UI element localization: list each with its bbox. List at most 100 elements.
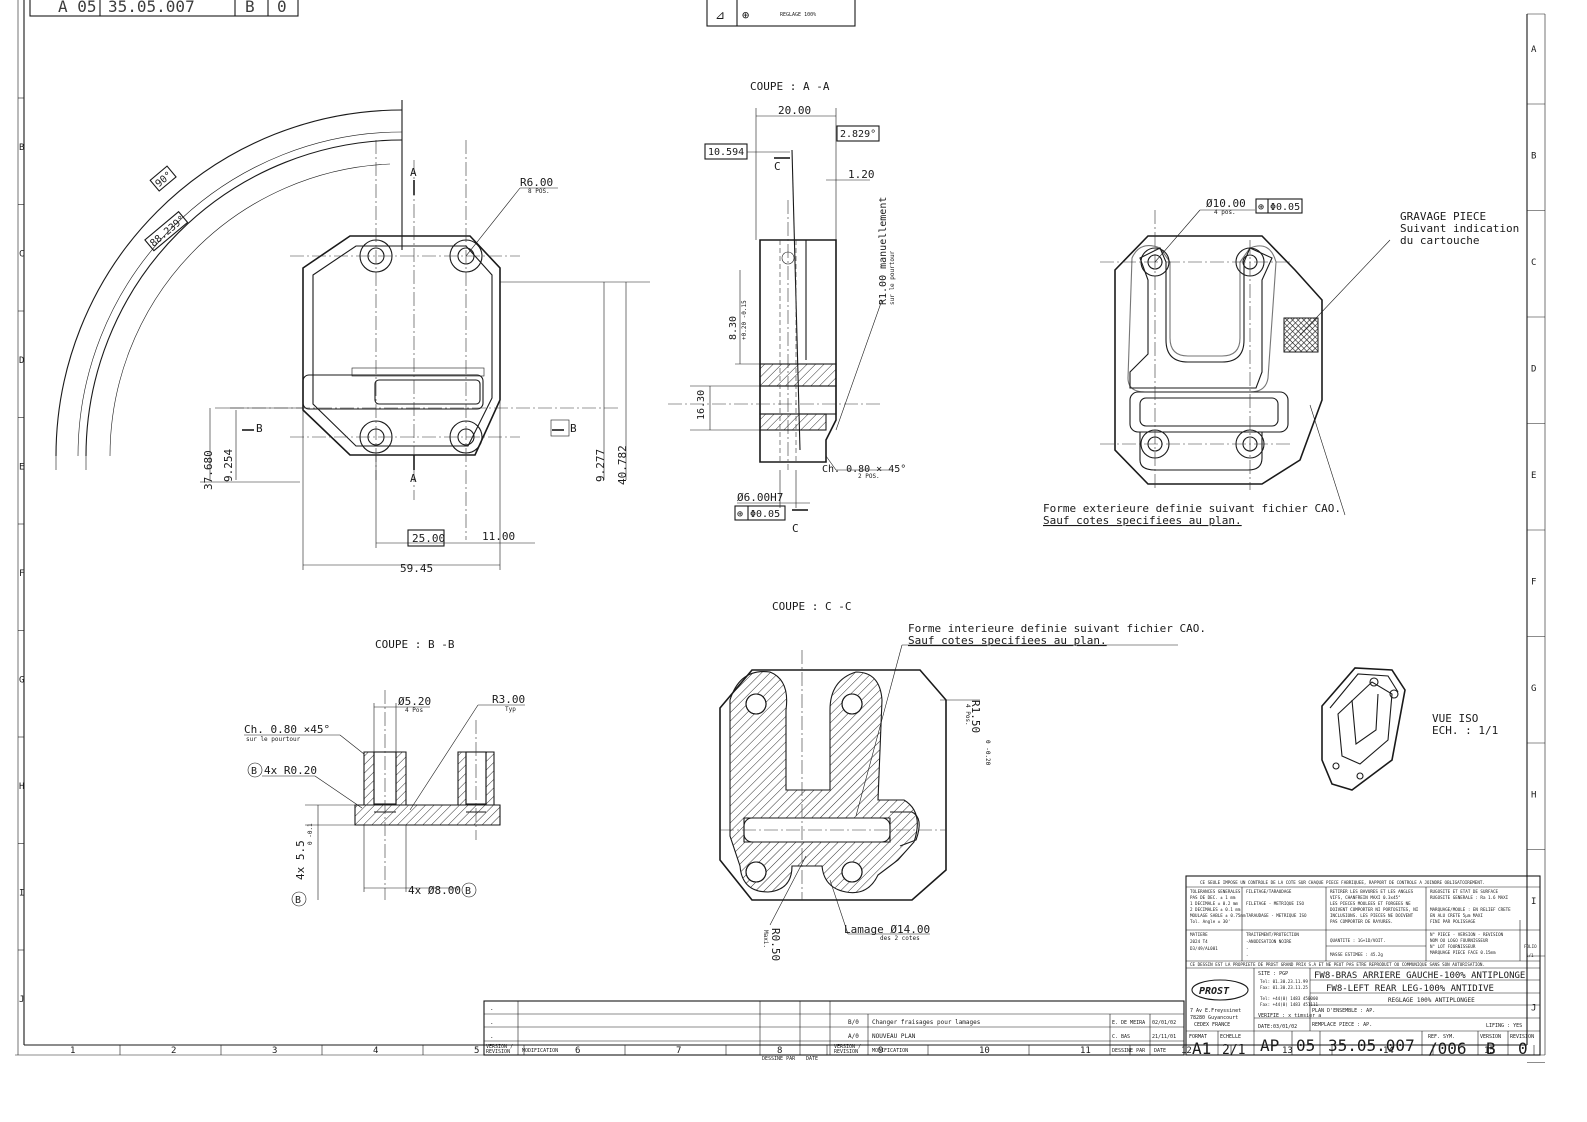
cc-r150: R1.50 <box>969 700 982 733</box>
tb-format: A1 <box>1192 1039 1211 1058</box>
bb-height-tol: 0 -0.1 <box>307 823 314 845</box>
border-letter-left-D: D <box>19 356 24 366</box>
tb-tolerances: TOLERANCES GENERALES <box>1190 889 1241 894</box>
rev-row-2-modif: NOUVEAU PLAN <box>872 1033 916 1040</box>
bb-r3-sub: Typ <box>505 706 516 713</box>
bb-r3: R3.00 <box>492 693 525 706</box>
svg-text:PAS COMPORTER DE RAYURES.: PAS COMPORTER DE RAYURES. <box>1330 919 1393 924</box>
svg-text:FILETAGE/TARAUDAGE: FILETAGE/TARAUDAGE <box>1246 889 1292 894</box>
front-holes <box>359 239 483 454</box>
iso-label-2: ECH. : 1/1 <box>1432 724 1498 737</box>
chamfer-aa-sub: 2 POS. <box>858 473 880 480</box>
svg-text:VIFS, CHANFREIN MAXI 0.3x45°: VIFS, CHANFREIN MAXI 0.3x45° <box>1330 895 1401 900</box>
section-c-top: C <box>774 160 781 173</box>
border-number-13: 13 <box>1282 1046 1293 1056</box>
rev-row-2-version: A/0 <box>848 1033 859 1040</box>
border-number-2: 2 <box>171 1046 176 1056</box>
border-number-5: 5 <box>474 1046 479 1056</box>
svg-text:MOULAGE SABLE ± 0.75mm: MOULAGE SABLE ± 0.75mm <box>1190 913 1246 918</box>
engrave-line-2: Suivant indication <box>1400 222 1519 235</box>
tb-part-2: 05 <box>1296 1036 1315 1055</box>
border-number-9: 9 <box>878 1046 883 1056</box>
section-bb-title: COUPE : B -B <box>375 638 455 651</box>
front-view: 90° 88.239° A A B <box>55 100 650 575</box>
svg-text:Fax: 01.30.23.11.25: Fax: 01.30.23.11.25 <box>1260 985 1308 990</box>
tb-lifing: LIFING : YES <box>1486 1023 1522 1029</box>
rev-row-1-by: E. DE MEIRA <box>1112 1020 1145 1026</box>
bore-aa-tol: Φ0.05 <box>750 509 780 520</box>
border-number-11: 11 <box>1080 1046 1091 1056</box>
cc-r150-sub: 4 Pos. <box>964 704 971 726</box>
svg-text:VERSION /: VERSION / <box>486 1044 513 1050</box>
cc-lamage-sub: des 2 cotes <box>880 935 920 942</box>
tb-replace: REMPLACE PIECE : AP. <box>1312 1022 1372 1028</box>
tb-ref-head: REF. SYM. <box>1428 1034 1455 1040</box>
border-number-4: 4 <box>373 1046 378 1056</box>
engrave-line-1: GRAVAGE PIECE <box>1400 210 1486 223</box>
rev-head-by: DESSINE PAR <box>1112 1048 1146 1054</box>
tb-property: CE DESSIN EST LA PROPRIETE DE PROST GRAN… <box>1190 962 1485 967</box>
border-letter-right-A: A <box>1531 45 1537 55</box>
tb-title-3: REGLAGE 100% ANTIPLONGEE <box>1388 997 1475 1004</box>
engrave-line-3: du cartouche <box>1400 234 1479 247</box>
tb-verified: VERIFIE : x timsier a <box>1258 1013 1321 1019</box>
svg-text:REGLAGE 100%: REGLAGE 100% <box>780 12 816 18</box>
section-aa-title: COUPE : A -A <box>750 80 830 93</box>
tb-address-2: 78280 Guyancourt <box>1190 1015 1238 1021</box>
revision-table: . . . VERSION / REVISION MODIFICATION DE… <box>483 1000 1185 1062</box>
section-a-top: A <box>410 166 417 179</box>
section-bb: COUPE : B -B Ø5.20 4 Pos R3.00 Typ Ch. 0… <box>244 638 525 907</box>
bb-bore: Ø5.20 <box>398 695 431 708</box>
svg-text:MARQUAGE PIECE FACE 0.15mm: MARQUAGE PIECE FACE 0.15mm <box>1430 950 1496 955</box>
bore-aa: Ø6.00H7 <box>737 491 783 504</box>
svg-text:DESSINE PAR: DESSINE PAR <box>762 1056 796 1062</box>
svg-text:TARAUDAGE - METRIQUE ISO: TARAUDAGE - METRIQUE ISO <box>1246 913 1307 918</box>
tb-title-2: FW8-LEFT REAR LEG-100% ANTIDIVE <box>1326 984 1494 994</box>
section-cc: COUPE : C -C Forme interieure definie su… <box>719 600 1206 961</box>
top-center-fragment: ⊿ ⊕ REGLAGE 100% <box>706 0 856 27</box>
right-view: Ø10.00 4 pos. ⊕ Φ0.05 GRAVAGE PIECE Suiv… <box>1043 197 1519 527</box>
iso-view: VUE ISO ECH. : 1/1 <box>1321 667 1498 791</box>
border-number-1: 1 <box>70 1046 75 1056</box>
svg-text:RUGOSITE GENERALE : Ra 1.6 MAX: RUGOSITE GENERALE : Ra 1.6 MAXI <box>1430 895 1509 900</box>
border-letter-right-E: E <box>1531 471 1536 481</box>
tb-version: B <box>1486 1039 1496 1058</box>
svg-text:Tol. Angle ± 30': Tol. Angle ± 30' <box>1190 919 1230 924</box>
border-number-8: 8 <box>777 1046 782 1056</box>
rv-note-1: Forme exterieure definie suivant fichier… <box>1043 502 1341 515</box>
cc-r050: R0.50 <box>769 928 782 961</box>
svg-text:A 05: A 05 <box>58 0 97 16</box>
r6-label: R6.00 <box>520 176 553 189</box>
svg-text:.: . <box>490 1019 494 1026</box>
tb-address-1: 7 Av E.Freyssinet <box>1190 1008 1241 1014</box>
r1-note: R1.00 manuellement <box>878 197 889 305</box>
svg-text:.: . <box>490 1033 494 1040</box>
dim-2500: 25.00 <box>412 532 445 545</box>
tb-format-head: FORMAT <box>1189 1034 1207 1040</box>
svg-text:⊕: ⊕ <box>1258 202 1264 213</box>
section-aa: COUPE : A -A 20.00 2.829° 10.594 C 1.20 … <box>668 80 906 535</box>
tb-treatment-head: TRAITEMENT/PROTECTION <box>1246 932 1299 937</box>
svg-text:DATE: DATE <box>806 1056 818 1062</box>
svg-text:-: - <box>1246 953 1249 958</box>
bb-height-tag: B <box>295 895 301 906</box>
bb-chamfer-sub: sur le pourtour <box>246 736 301 743</box>
section-cc-title: COUPE : C -C <box>772 600 851 613</box>
section-b-right: B <box>570 422 577 435</box>
bb-r020: 4x R0.20 <box>264 764 317 777</box>
hole-rv: Ø10.00 <box>1206 197 1246 210</box>
rev-head-modif: MODIFICATION <box>522 1048 558 1054</box>
svg-text:⊕: ⊕ <box>742 8 749 22</box>
cc-note-2: Sauf cotes specifiees au plan. <box>908 634 1107 647</box>
border-number-10: 10 <box>979 1046 990 1056</box>
svg-text:MODIFICATION: MODIFICATION <box>872 1048 908 1054</box>
tb-warning: CE SEULE IMPOSE UN CONTROLE DE LA COTE S… <box>1200 880 1485 885</box>
svg-text:⊿: ⊿ <box>715 8 725 22</box>
dim-37680: 37.680 <box>202 450 215 490</box>
border-letter-right-I: I <box>1531 897 1536 907</box>
tb-site: SITE : PGP <box>1258 971 1288 977</box>
svg-text:B: B <box>245 0 255 16</box>
